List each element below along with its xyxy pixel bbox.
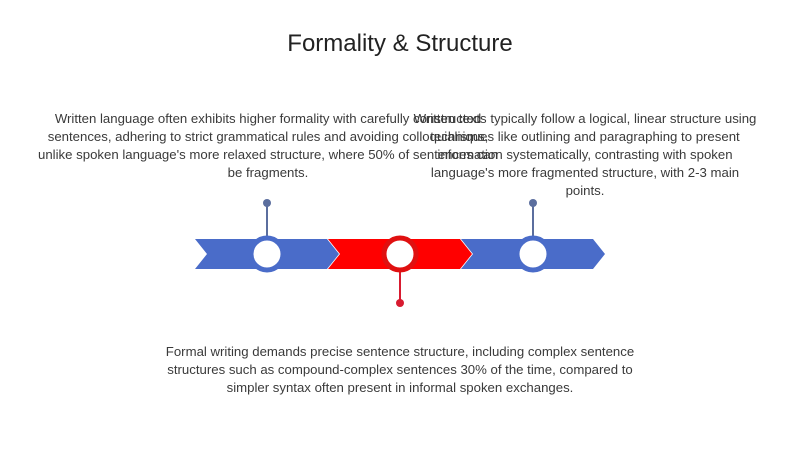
point-3-text: Written texts typically follow a logical… [413,111,757,198]
point-1-text: Written language often exhibits higher f… [38,111,498,180]
slide-title: Formality & Structure [287,30,513,57]
point-2-text: Formal writing demands precise sentence … [165,344,635,395]
connector-3-dot [529,199,537,207]
marker-ring-1 [248,235,286,273]
connector-1-dot [263,199,271,207]
marker-ring-2 [381,235,419,273]
connector-2-dot [396,299,404,307]
marker-ring-3 [514,235,552,273]
